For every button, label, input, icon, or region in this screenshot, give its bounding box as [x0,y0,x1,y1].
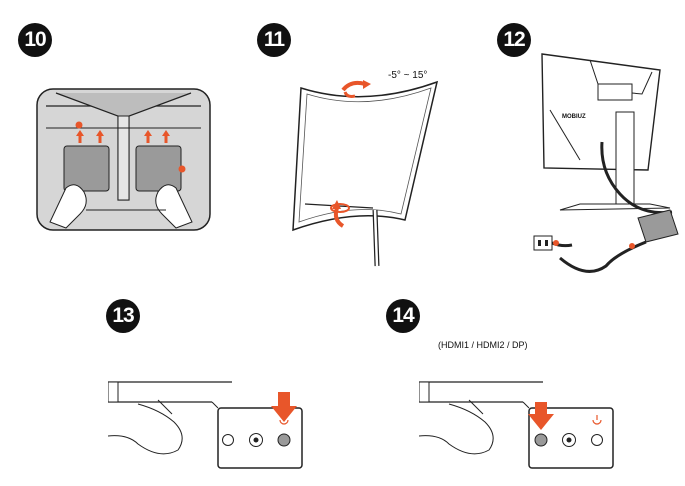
step-12-badge: 12 [497,23,531,57]
brand-logo: MOBIUZ [562,114,586,120]
power-icon [592,415,602,425]
step-10-illustration [36,88,211,231]
input-caption: (HDMI1 / HDMI2 / DP) [438,340,528,350]
arrow-down-icon [271,392,297,422]
step-12-illustration: MOBIUZ [533,53,679,273]
step-14-illustration [419,381,614,469]
step-14-badge: 14 [386,299,420,333]
step-13-illustration [108,381,303,469]
tilt-range-label: -5° ~ 15° [388,70,428,81]
arrow-down-icon [528,402,554,430]
step-11-illustration [292,80,439,267]
step-11-badge: 11 [257,23,291,57]
step-10-badge: 10 [18,23,52,57]
step-13-badge: 13 [106,299,140,333]
